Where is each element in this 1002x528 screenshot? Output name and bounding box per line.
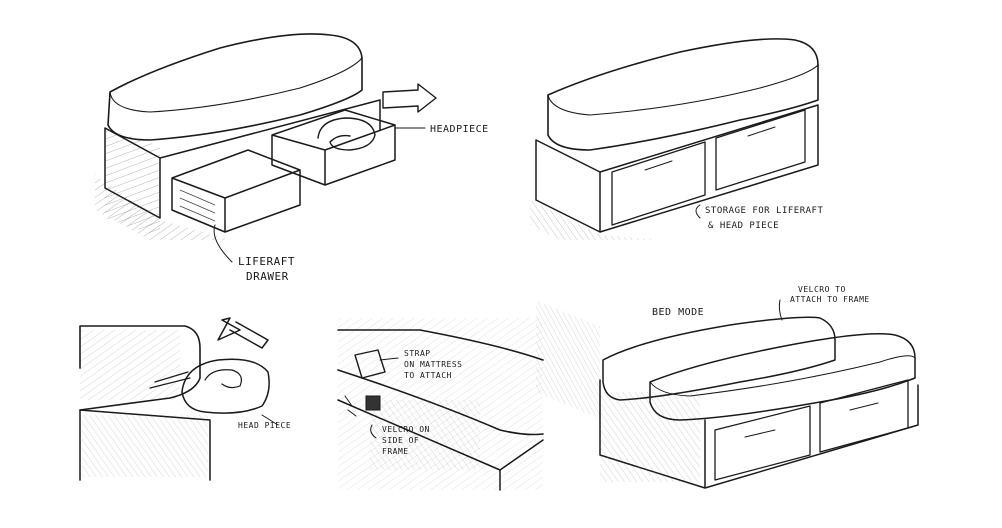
sketch-bench-closed [530,38,819,419]
sketch-bed-mode [599,299,919,489]
frame-corner [79,409,211,481]
sketch-strap-velcro-detail [337,318,544,491]
label-strap-1: STRAP [404,349,431,358]
label-strap-2: ON MATTRESS [404,360,462,369]
sketch-bench-drawers-open [95,33,437,263]
mattress-corner [79,325,201,411]
label-velcro-attach-2: ATTACH TO FRAME [790,295,870,304]
bed-drawer-right [819,379,909,453]
headpiece-drawer [271,109,396,186]
sketch-head-piece-detail [79,317,279,481]
bed-drawer-left [714,405,811,481]
label-velcro-attach-1: VELCRO TO [798,285,846,294]
label-storage-1: STORAGE FOR LIFERAFT [705,206,823,216]
bed-mattress-left [602,316,836,401]
mattress-2 [547,38,819,151]
label-storage-2: & HEAD PIECE [708,221,779,231]
label-drawer: DRAWER [246,270,289,283]
label-velcro-3: FRAME [382,447,409,456]
label-strap-3: TO ATTACH [404,371,452,380]
liferaft-drawer [171,149,301,233]
mattress [107,33,363,141]
drawer-front-left [611,141,706,226]
label-bed-mode: BED MODE [652,307,704,318]
push-arrow [217,317,269,349]
strap-2 [354,349,386,379]
label-velcro-2: SIDE OF [382,436,419,445]
label-liferaft: LIFERAFT [238,255,295,268]
pull-arrow [382,83,437,113]
strap [149,371,191,389]
label-headpiece: HEADPIECE [430,124,489,135]
bench-frame-2 [535,104,819,233]
headpiece-cushion [317,117,376,151]
floor-shadow-2 [530,200,660,240]
label-head-piece: HEAD PIECE [238,421,291,430]
head-piece-cushion [181,358,270,414]
label-velcro-1: VELCRO ON [382,425,430,434]
drawer-front-right [715,109,806,191]
velcro-patch [365,395,381,411]
